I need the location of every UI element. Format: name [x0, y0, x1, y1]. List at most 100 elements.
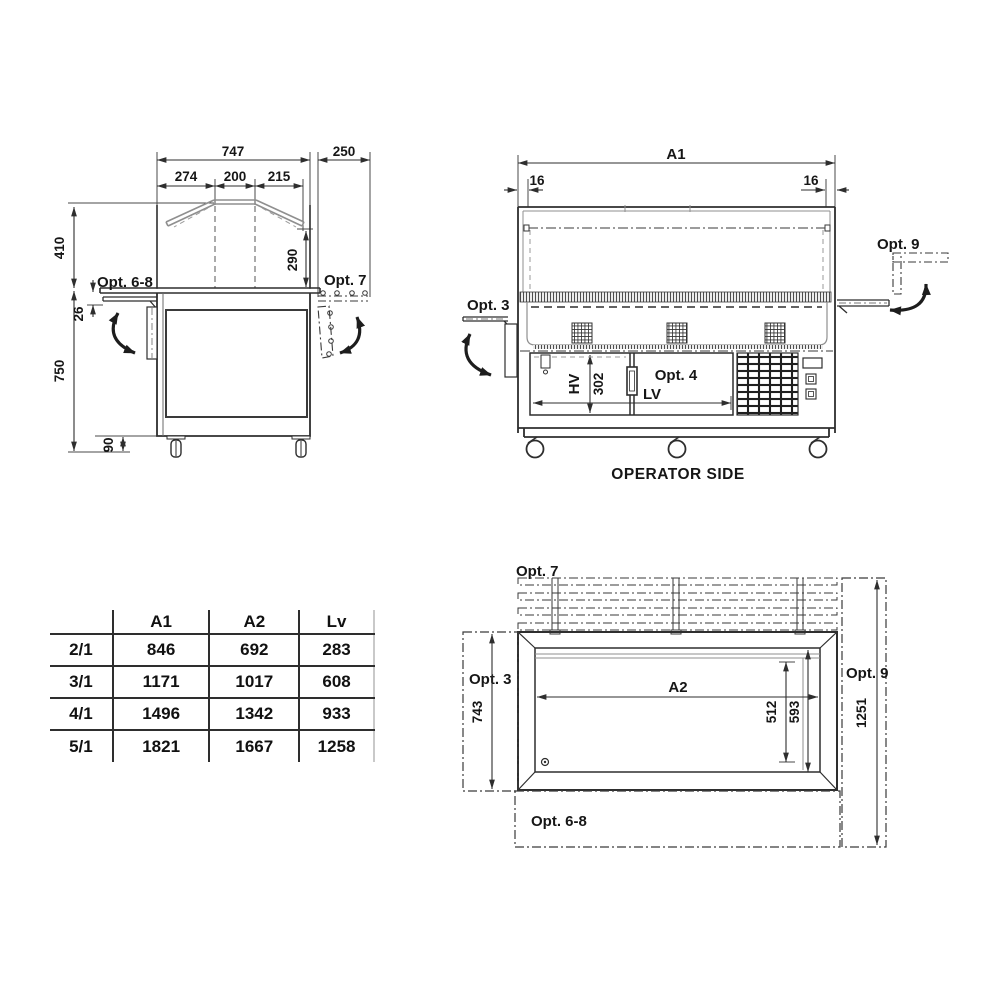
row-header: 4/1	[50, 698, 113, 731]
dim-747-label: 747	[222, 144, 245, 159]
machine-compartment: Opt. 4	[520, 350, 833, 416]
row-header: 5/1	[69, 736, 93, 756]
table-row: 3/1 1171 1017 608	[50, 666, 375, 699]
well-bottom-band	[533, 345, 823, 349]
dim-16-right-label: 16	[803, 173, 819, 188]
cell-a1: 1496	[111, 698, 210, 731]
cell-a1: 846	[111, 634, 210, 667]
door-handle	[626, 366, 638, 396]
rail-folded-rod-ends	[326, 310, 334, 357]
rod-end	[326, 351, 332, 357]
rail-supports	[551, 578, 804, 630]
canopy-end-right	[824, 224, 831, 232]
plan-view-drawing: Opt. 7 Opt. 3	[462, 563, 889, 848]
drain-hole-center	[543, 760, 547, 764]
rail	[517, 607, 838, 616]
opt-9-zone	[841, 577, 887, 848]
cell-lv: 933	[298, 698, 375, 731]
opt-7-label: Opt. 7	[516, 563, 559, 580]
inner-well	[534, 647, 821, 773]
cart-body-side	[99, 205, 321, 458]
shelf-extended	[102, 296, 158, 310]
shelf-folded	[504, 323, 518, 378]
opt-6-8-zone	[514, 790, 841, 848]
folding-shelf-opt-3: Opt. 3	[461, 297, 518, 378]
extension-lines	[68, 152, 371, 453]
countertop	[99, 287, 321, 294]
rod-end	[328, 338, 334, 344]
tray-rails	[517, 577, 838, 631]
dim-410-label: 410	[52, 237, 67, 260]
caster-wheel	[808, 439, 828, 459]
rod-end	[349, 290, 355, 296]
front-view-dimensions: A1 16 16 HV 302 LV	[504, 146, 849, 414]
glass-panels	[165, 199, 305, 227]
fan-grille-1	[571, 322, 593, 344]
tray-slide-opt-7: Opt. 7	[516, 563, 838, 635]
dim-200-label: 200	[224, 169, 247, 184]
opt-9-label: Opt. 9	[877, 236, 920, 253]
cell-lv: 1258	[298, 730, 375, 762]
socket-top	[805, 373, 817, 385]
fold-arrow	[461, 333, 492, 377]
cell-a1: 1821	[111, 730, 210, 762]
dim-16-left-label: 16	[529, 173, 545, 188]
front-view-drawing: A1 16 16 HV 302 LV	[461, 146, 949, 483]
socket-bottom-inner	[808, 391, 814, 397]
caster-wheel	[667, 439, 687, 459]
cell-lv: 283	[298, 634, 375, 667]
side-view-extension-lines	[68, 152, 371, 453]
folding-shelf-opt-6-8: Opt. 6-8	[97, 274, 158, 360]
rod-end	[327, 310, 333, 316]
plan-option-zones: Opt. 3 Opt. 6-8 Opt. 9	[462, 577, 889, 848]
col-header-a1: A1	[111, 610, 210, 635]
dim-302-label: 302	[591, 373, 606, 396]
rod-end	[362, 290, 368, 296]
fold-arrow	[108, 312, 136, 355]
side-view-drawing: 747 250 274 200 215 410 290 26 750 90	[52, 144, 371, 458]
condenser-grille	[736, 352, 799, 416]
opt-9-label: Opt. 9	[846, 665, 889, 682]
opt-6-8-label: Opt. 6-8	[97, 274, 153, 291]
glass-centerlines	[214, 206, 256, 288]
door-handle-inner	[629, 370, 635, 392]
case-inner-frame	[522, 205, 831, 293]
row-header: 3/1	[50, 666, 113, 699]
fan-grille-2	[666, 322, 688, 344]
dim-26-label: 26	[71, 306, 86, 322]
base-cabinet-outline	[156, 293, 311, 437]
counter-textured-band	[519, 291, 832, 303]
fold-arrow	[889, 283, 931, 316]
dim-743-label: 743	[470, 700, 485, 723]
front-casters	[525, 436, 828, 459]
dim-274-label: 274	[175, 169, 198, 184]
shelf-extended	[462, 316, 513, 330]
body-top-view	[517, 631, 838, 791]
caster-mount	[527, 436, 538, 444]
dim-1251-label: 1251	[854, 697, 869, 728]
cell-lv: 608	[298, 666, 375, 699]
cell-a2: 1342	[208, 698, 300, 731]
canopy-end-left	[523, 224, 530, 232]
dim-a1-label: A1	[666, 146, 685, 163]
cell-a1: 1171	[111, 666, 210, 699]
frame-bevel-corners	[517, 631, 838, 791]
bracket-horizontal	[892, 252, 949, 263]
extension-lines	[517, 155, 836, 410]
cell-a2: 692	[208, 634, 300, 667]
side-view-dimensions: 747 250 274 200 215 410 290 26 750 90	[52, 144, 371, 453]
col-header-lv: Lv	[298, 610, 375, 635]
opt-6-8-label: Opt. 6-8	[531, 813, 587, 830]
glass-inner-verticals	[529, 230, 824, 292]
rail-rod-ends	[320, 290, 368, 296]
sneeze-guard-glass	[165, 199, 305, 288]
table-row: 4/1 1496 1342 933	[50, 698, 375, 731]
case-outline	[517, 206, 836, 438]
caster-mount	[810, 436, 821, 444]
caster-left-side	[166, 435, 186, 458]
drain-hole	[540, 757, 550, 767]
rail	[517, 577, 838, 586]
table-row: 5/1 1821 1667 1258	[50, 730, 375, 762]
socket-bottom	[805, 388, 817, 400]
